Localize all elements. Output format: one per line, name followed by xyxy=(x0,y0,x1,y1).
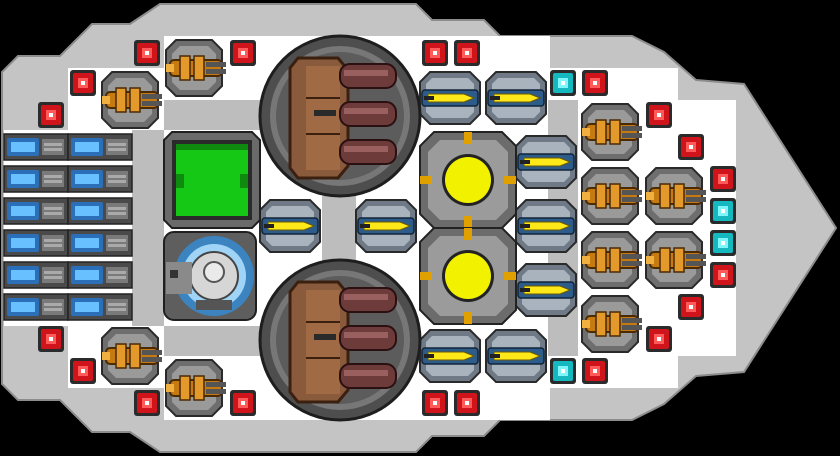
gatling-gun-icon[interactable] xyxy=(645,231,707,289)
red-node-icon[interactable] xyxy=(454,40,480,66)
battery-cell-icon[interactable] xyxy=(67,293,133,321)
missile-pod-icon[interactable] xyxy=(355,199,417,253)
red-node-icon[interactable] xyxy=(678,294,704,320)
red-node-icon[interactable] xyxy=(582,70,608,96)
missile-pod-icon[interactable] xyxy=(259,199,321,253)
red-node-icon[interactable] xyxy=(38,102,64,128)
gatling-gun-icon[interactable] xyxy=(165,359,227,417)
reactor-core-icon[interactable] xyxy=(419,227,517,325)
battery-cell-icon[interactable] xyxy=(3,133,69,161)
gatling-gun-icon[interactable] xyxy=(101,327,163,385)
gatling-gun-icon[interactable] xyxy=(581,231,643,289)
battery-cell-icon[interactable] xyxy=(67,229,133,257)
gatling-gun-icon[interactable] xyxy=(581,295,643,353)
shield-generator-icon[interactable] xyxy=(163,231,257,321)
reactor-cores xyxy=(419,131,517,325)
missile-pod-icon[interactable] xyxy=(515,135,577,189)
red-node-icon[interactable] xyxy=(134,40,160,66)
red-node-icon[interactable] xyxy=(422,40,448,66)
battery-cell-icon[interactable] xyxy=(67,261,133,289)
heavy-turret-icon[interactable] xyxy=(258,258,422,422)
red-node-icon[interactable] xyxy=(710,166,736,192)
battery-cell-icon[interactable] xyxy=(3,165,69,193)
missile-pod-icon[interactable] xyxy=(485,329,547,383)
missile-pod-icon[interactable] xyxy=(515,199,577,253)
battery-cell-icon[interactable] xyxy=(67,165,133,193)
terminal-screen-icon[interactable] xyxy=(163,131,261,229)
red-node-icon[interactable] xyxy=(38,326,64,352)
battery-cell-icon[interactable] xyxy=(3,261,69,289)
battery-cell-icon[interactable] xyxy=(67,197,133,225)
battery-cell-icon[interactable] xyxy=(3,197,69,225)
cyan-node-icon[interactable] xyxy=(550,358,576,384)
gatling-gun-icon[interactable] xyxy=(165,39,227,97)
cyan-node-icon[interactable] xyxy=(710,230,736,256)
red-node-icon[interactable] xyxy=(70,70,96,96)
red-node-icon[interactable] xyxy=(582,358,608,384)
battery-cell-icon[interactable] xyxy=(3,229,69,257)
red-node-icon[interactable] xyxy=(454,390,480,416)
battery-cell-icon[interactable] xyxy=(67,133,133,161)
red-node-icon[interactable] xyxy=(70,358,96,384)
battery-cell-icon[interactable] xyxy=(3,293,69,321)
red-node-icon[interactable] xyxy=(230,390,256,416)
missile-pod-icon[interactable] xyxy=(419,71,481,125)
gatling-gun-icon[interactable] xyxy=(645,167,707,225)
gatling-gun-icon[interactable] xyxy=(101,71,163,129)
gatling-gun-icon[interactable] xyxy=(581,167,643,225)
heavy-turret-icon[interactable] xyxy=(258,34,422,198)
red-node-icon[interactable] xyxy=(646,326,672,352)
reactor-core-icon[interactable] xyxy=(419,131,517,229)
red-node-icon[interactable] xyxy=(230,40,256,66)
gatling-gun-icon[interactable] xyxy=(581,103,643,161)
missile-pod-icon[interactable] xyxy=(419,329,481,383)
red-node-icon[interactable] xyxy=(422,390,448,416)
missile-pod-icon[interactable] xyxy=(485,71,547,125)
red-node-icon[interactable] xyxy=(134,390,160,416)
red-node-icon[interactable] xyxy=(678,134,704,160)
red-node-icon[interactable] xyxy=(710,262,736,288)
cyan-node-icon[interactable] xyxy=(550,70,576,96)
red-node-icon[interactable] xyxy=(646,102,672,128)
cyan-node-icon[interactable] xyxy=(710,198,736,224)
missile-pod-icon[interactable] xyxy=(515,263,577,317)
